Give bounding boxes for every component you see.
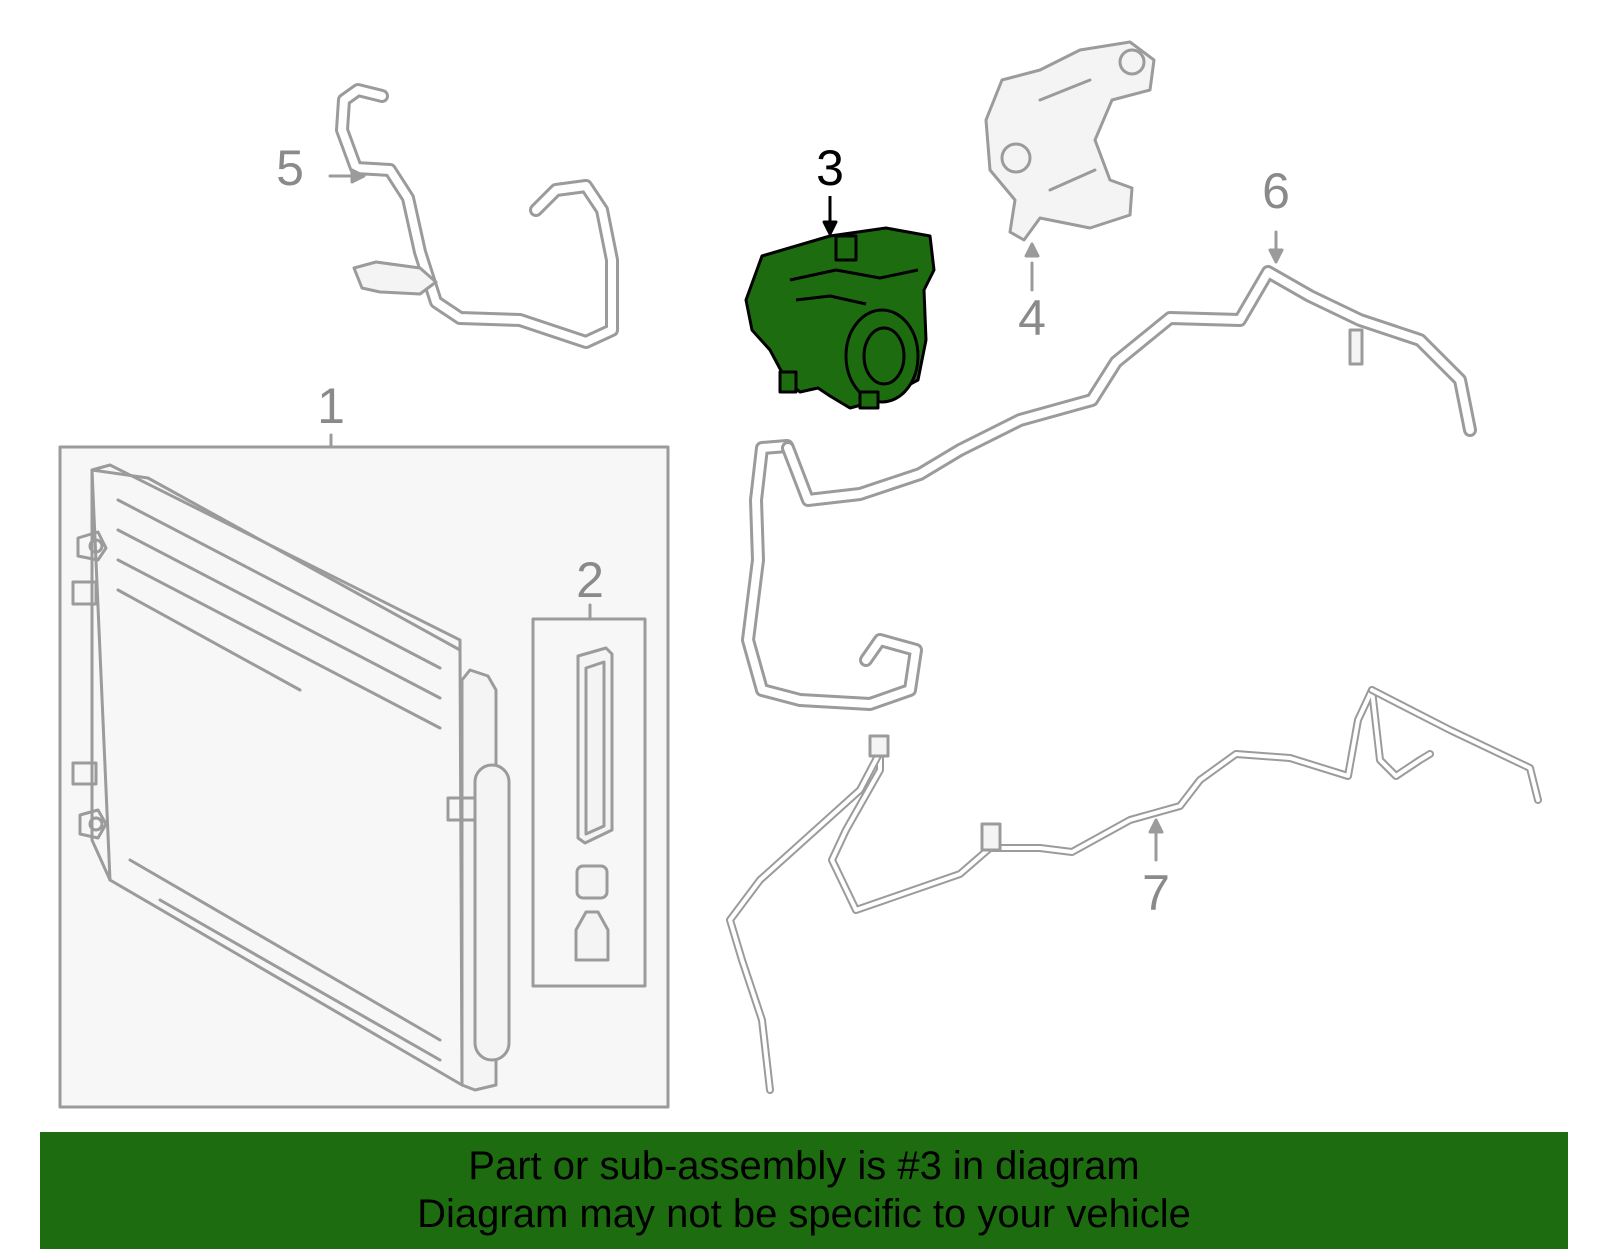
callout-4: 4 — [1018, 290, 1046, 346]
compressor-highlighted — [744, 196, 936, 410]
callout-1: 1 — [317, 378, 345, 434]
drier-kit — [531, 603, 647, 988]
callout-6: 6 — [1262, 163, 1290, 219]
suction-hose — [328, 83, 619, 349]
callout-3: 3 — [816, 140, 844, 196]
banner-line-1: Part or sub-assembly is #3 in diagram — [468, 1144, 1140, 1188]
discharge-hose — [741, 230, 1477, 711]
callout-2: 2 — [576, 552, 604, 608]
callout-7: 7 — [1142, 865, 1170, 921]
callout-5: 5 — [276, 140, 304, 196]
liquid-line — [726, 686, 1542, 1094]
banner-line-2: Diagram may not be specific to your vehi… — [417, 1192, 1191, 1236]
info-banner: Part or sub-assembly is #3 in diagram Di… — [40, 1132, 1568, 1249]
compressor-bracket — [984, 40, 1156, 292]
